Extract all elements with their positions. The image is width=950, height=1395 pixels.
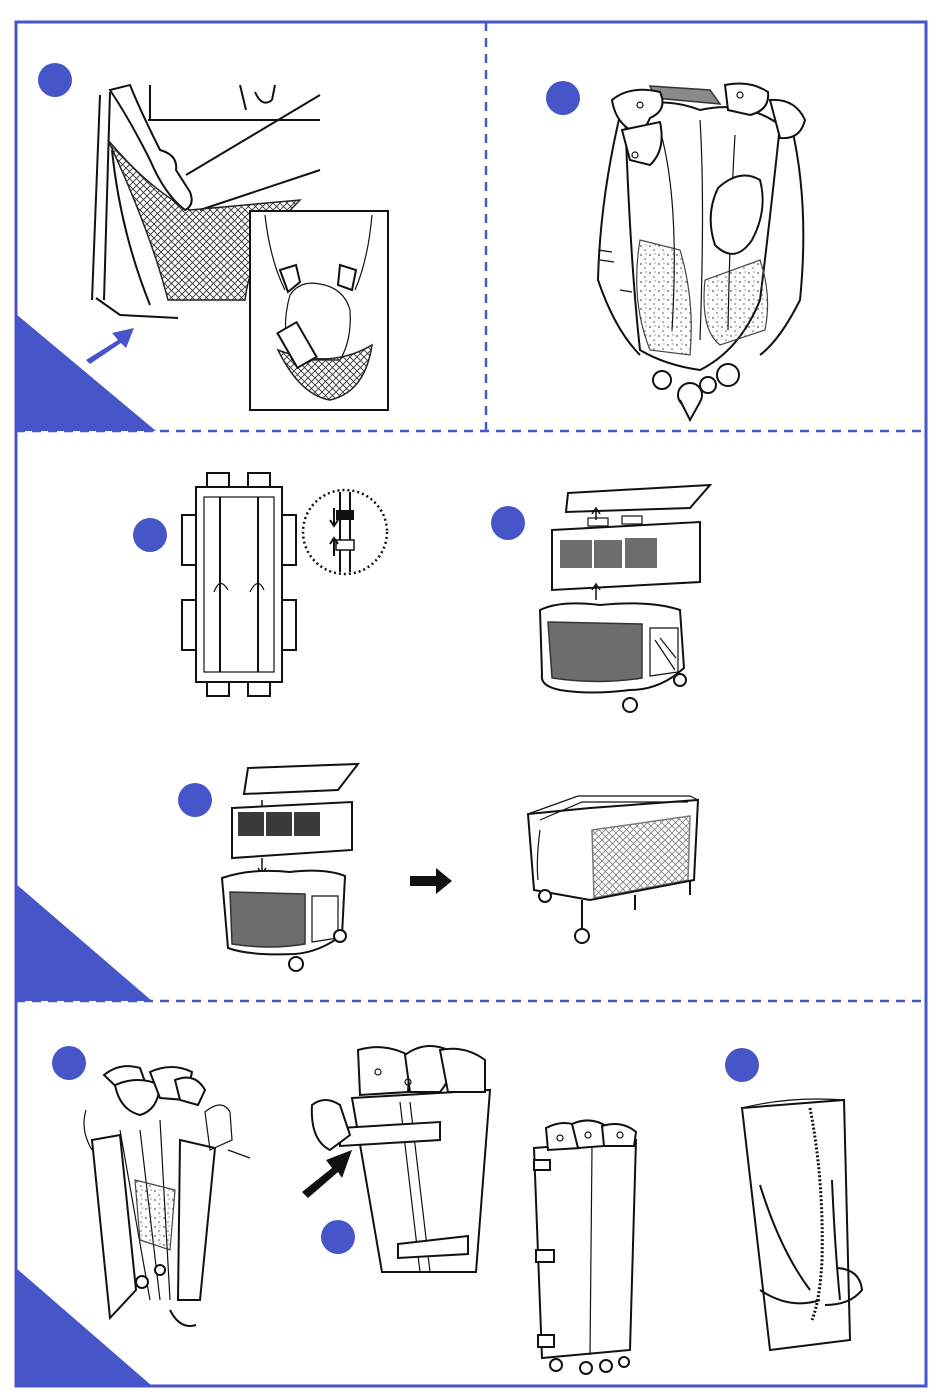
figure-install-bassinet (222, 764, 358, 971)
step-marker-7 (321, 1220, 355, 1254)
figure-lifted-cot (598, 84, 805, 420)
corner-triangle-top (16, 314, 156, 431)
arrow-right-icon (410, 868, 452, 894)
figure-release-mattress (86, 85, 388, 410)
figure-base-connection (182, 473, 387, 696)
step-marker-5 (178, 783, 212, 817)
step-marker-2 (546, 81, 580, 115)
step-marker-4 (491, 506, 525, 540)
step-marker-8 (725, 1048, 759, 1082)
step-marker-1 (38, 63, 72, 97)
figure-remove-bassinet (540, 485, 710, 712)
figure-assembled-cot (528, 796, 698, 943)
figure-carry-bag (742, 1099, 862, 1350)
corner-triangle-middle (16, 884, 152, 1001)
figure-fold-cot (84, 1066, 250, 1326)
figure-strapped-bundle (534, 1120, 636, 1374)
step-marker-6 (52, 1046, 86, 1080)
step-marker-3 (133, 518, 167, 552)
arrow-up-right-icon (86, 328, 134, 364)
